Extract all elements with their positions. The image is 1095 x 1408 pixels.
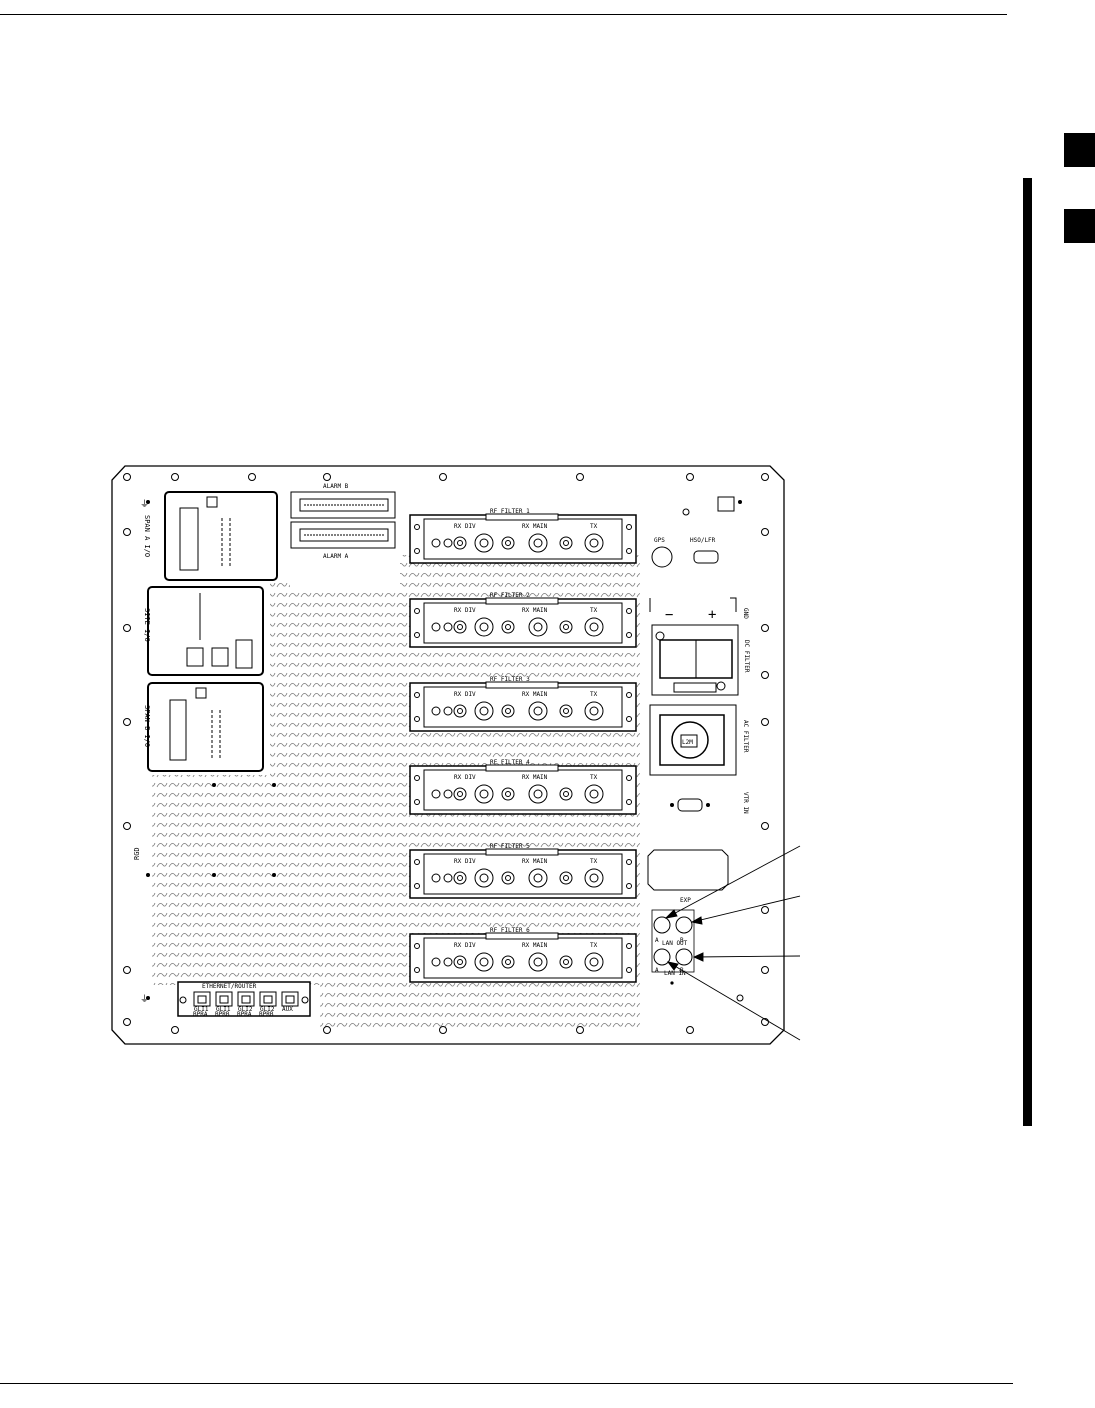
- span-a-io-label: SPAN A I/O: [143, 515, 151, 557]
- rf-filter-label: RF FILTER 1: [490, 508, 530, 515]
- rf-filter-label: RF FILTER 2: [490, 592, 530, 599]
- ac-breaker-label: L2M: [682, 739, 693, 746]
- rx-main-label: RX MAIN: [522, 607, 548, 614]
- exp-label: EXP: [680, 897, 691, 904]
- dc-filter-label: DC FILTER: [743, 640, 750, 673]
- bottom-rule: [0, 1383, 1013, 1384]
- lan-in-a-label: A: [655, 967, 659, 974]
- site-io-module: [147, 586, 264, 676]
- rf-filter-3: RF FILTER 3 RX DIV RX MAIN TX: [409, 676, 637, 732]
- tx-label: TX: [590, 691, 598, 698]
- section-tab-2: [1064, 209, 1095, 243]
- alarm-b-connector: [290, 491, 396, 519]
- span-b-io-module: [147, 682, 264, 772]
- gps-connector: [651, 546, 673, 568]
- rf-filter-label: RF FILTER 5: [490, 843, 530, 850]
- ethernet-port-sublabel: BPRB: [259, 1011, 274, 1018]
- ethernet-port-sublabel: BPRA: [237, 1011, 252, 1018]
- rx-main-label: RX MAIN: [522, 774, 548, 781]
- span-b-io-label: SPAN B I/O: [143, 705, 151, 747]
- callout-leaders: [664, 845, 801, 1041]
- span-a-io-module: [164, 491, 278, 581]
- lan-out-a-label: A: [655, 937, 659, 944]
- ground-symbol: ⏚: [140, 499, 149, 510]
- alarm-b-label: ALARM B: [323, 483, 349, 490]
- gnd-label: GND: [742, 608, 749, 619]
- lan-out-b-label: B: [680, 937, 684, 944]
- ethernet-port-sublabel: BPRA: [193, 1011, 208, 1018]
- section-tab-1: [1064, 133, 1095, 167]
- rf-filter-label: RF FILTER 3: [490, 676, 530, 683]
- rx-main-label: RX MAIN: [522, 942, 548, 949]
- tx-label: TX: [590, 523, 598, 530]
- alarm-a-label: ALARM A: [323, 553, 349, 560]
- ethernet-port-5: AUX: [281, 991, 299, 1013]
- rx-div-label: RX DIV: [454, 774, 476, 781]
- lan-connectors: [653, 916, 693, 966]
- rf-filter-2: RF FILTER 2 RX DIV RX MAIN TX: [409, 592, 637, 648]
- vtr-in-connector: [677, 798, 703, 812]
- dc-minus-label: −: [665, 607, 673, 623]
- hatched-area: [152, 552, 640, 1030]
- rx-div-label: RX DIV: [454, 942, 476, 949]
- rgd-label: RGD: [133, 847, 141, 860]
- rx-div-label: RX DIV: [454, 691, 476, 698]
- tx-label: TX: [590, 942, 598, 949]
- mounting-holes: [123, 473, 769, 1034]
- ethernet-port-label: GLI2: [238, 1006, 253, 1013]
- lan-in-label: LAN IN: [664, 970, 686, 977]
- rx-main-label: RX MAIN: [522, 858, 548, 865]
- alarm-a-connector: [290, 521, 396, 549]
- ethernet-router-label: ETHERNET/ROUTER: [202, 983, 257, 990]
- hso-lfr-label: HSO/LFR: [690, 537, 716, 544]
- top-right-tag: [717, 496, 735, 512]
- dc-plus-label: +: [708, 607, 716, 623]
- chapter-bar: [1023, 178, 1032, 1126]
- tx-label: TX: [590, 774, 598, 781]
- rf-filter-modules: RF FILTER 1 RX DIV RX MAIN TX RF FILTER 2 RX …: [409, 508, 637, 983]
- ethernet-port-sublabel: BPRB: [215, 1011, 230, 1018]
- gps-label: GPS: [654, 537, 665, 544]
- vtr-in-label: VTR IN: [742, 792, 749, 814]
- rx-main-label: RX MAIN: [522, 523, 548, 530]
- ac-filter-label: AC FILTER: [742, 720, 749, 753]
- rx-div-label: RX DIV: [454, 523, 476, 530]
- rf-filter-label: RF FILTER 4: [490, 759, 530, 766]
- rx-div-label: RX DIV: [454, 607, 476, 614]
- rf-filter-1: RF FILTER 1 RX DIV RX MAIN TX: [409, 508, 637, 564]
- rx-div-label: RX DIV: [454, 858, 476, 865]
- lan-out-label: LAN OUT: [662, 940, 688, 947]
- ethernet-port-label: GLI1: [216, 1006, 231, 1013]
- ground-symbol-2: ⏚: [140, 994, 149, 1005]
- rf-filter-4: RF FILTER 4 RX DIV RX MAIN TX: [409, 759, 637, 815]
- site-io-label: SITE I/O: [143, 608, 151, 642]
- rf-filter-6: RF FILTER 6 RX DIV RX MAIN TX: [409, 927, 637, 983]
- hso-lfr-connector: [693, 550, 719, 564]
- rf-filter-5: RF FILTER 5 RX DIV RX MAIN TX: [409, 843, 637, 899]
- small-fastener-dots: [146, 500, 742, 1000]
- ethernet-port-label: GLI1: [194, 1006, 209, 1013]
- ethernet-port-label: GLI2: [260, 1006, 275, 1013]
- rf-filter-label: RF FILTER 6: [490, 927, 530, 934]
- tx-label: TX: [590, 607, 598, 614]
- tx-label: TX: [590, 858, 598, 865]
- top-rule: [0, 14, 1007, 15]
- exp-plate: [647, 849, 729, 891]
- rx-main-label: RX MAIN: [522, 691, 548, 698]
- ethernet-port-label: AUX: [282, 1006, 293, 1013]
